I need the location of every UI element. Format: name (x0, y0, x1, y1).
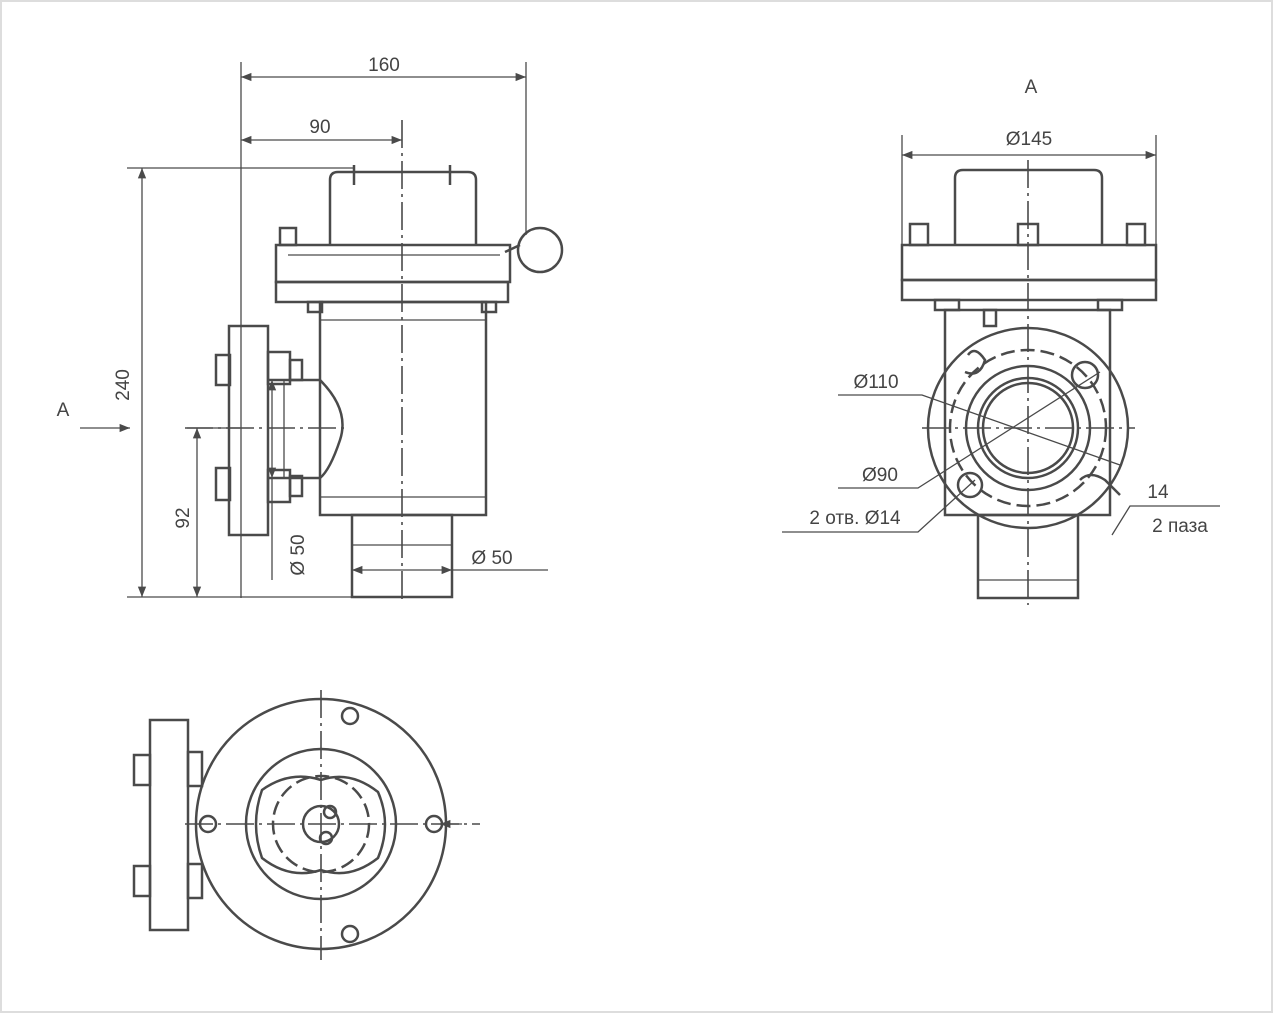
view-arrow-a: A (57, 400, 130, 433)
dim-label-90: 90 (309, 117, 330, 138)
dim-label-160: 160 (368, 55, 400, 76)
dimension-d145: Ø145 (902, 129, 1156, 160)
view-arrow-label: A (57, 400, 70, 421)
holes-note: 2 отв. Ø14 (809, 508, 901, 529)
dimension-240: 240 (113, 167, 147, 597)
dim-label-d145: Ø145 (1006, 129, 1052, 150)
leader-d90: Ø90 (838, 371, 1101, 489)
dim-label-outlet-d50: Ø 50 (471, 548, 512, 569)
view-a-title: A (1025, 77, 1038, 98)
leader-holes: 2 отв. Ø14 (782, 479, 976, 533)
dim-label-92: 92 (173, 507, 194, 528)
dimension-92: 92 (173, 428, 202, 597)
dimension-90: 90 (240, 117, 402, 145)
dim-label-d90: Ø90 (862, 465, 898, 486)
dimension-inlet-d50: Ø 50 (267, 380, 309, 580)
dimension-outlet-d50: Ø 50 (352, 548, 548, 575)
view-a: A Ø145 Ø110 (782, 77, 1220, 605)
leader-d110: Ø110 (838, 372, 1121, 466)
front-view: 160 90 240 92 A (57, 55, 564, 602)
leader-slots: 14 2 паза (1111, 482, 1220, 537)
dim-label-240: 240 (113, 369, 134, 401)
top-view (132, 690, 480, 960)
dim-label-d110: Ø110 (853, 372, 898, 393)
slots-note: 2 паза (1152, 516, 1208, 537)
slot-width-label: 14 (1147, 482, 1169, 503)
dimension-160: 160 (240, 55, 526, 82)
dim-label-inlet-d50: Ø 50 (288, 534, 309, 575)
